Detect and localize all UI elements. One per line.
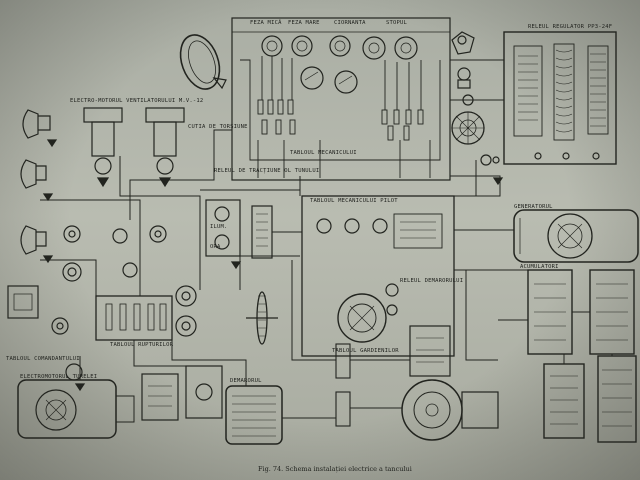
panel-fuse-block-left <box>257 99 296 135</box>
control-panel-center <box>301 195 455 357</box>
label-feza-mare: Feza mare <box>288 20 320 26</box>
dial-left-4 <box>149 225 167 243</box>
dial-left-1 <box>63 225 81 243</box>
left-lamp-1 <box>22 109 51 139</box>
battery-1 <box>527 269 573 355</box>
turret-motor <box>17 379 135 439</box>
label-feza-mica: Feza mică <box>250 20 282 26</box>
dial-left-6 <box>51 317 69 335</box>
ventilator-motor-2 <box>145 107 185 188</box>
panel-gauge-2 <box>291 35 313 57</box>
panel-meter-voltmeter <box>334 70 358 94</box>
figure-caption: Fig. 74. Schema instalației electrice a … <box>258 465 412 473</box>
ventilator-motor-1 <box>83 107 123 188</box>
left-switch-panel <box>7 285 39 319</box>
dial-left-5 <box>122 262 138 278</box>
label-acumulatori: Acumulatori <box>520 264 559 270</box>
panel-harness <box>240 56 441 178</box>
gear-wheel <box>246 291 278 345</box>
fuse-board-center <box>95 295 173 341</box>
switch-wheel <box>451 111 485 145</box>
panel-gauge-5 <box>394 36 418 60</box>
label-tabloul-comandantului: Tabloul comandantului <box>6 356 80 362</box>
label-cutia-de-torsiune: Cutia de torsiune <box>188 124 248 130</box>
panel-gauge-1 <box>261 35 283 57</box>
starter-motor <box>401 379 499 441</box>
left-lamp-2 <box>20 159 47 189</box>
starter-cylinder <box>225 385 283 445</box>
panel-gauge-3 <box>329 35 351 57</box>
dial-left-2 <box>62 262 82 282</box>
panel-fuse-block-right <box>381 109 424 141</box>
label-demarorul: Demarorul <box>230 378 262 384</box>
headlamp-top <box>179 34 227 90</box>
dial-board-right <box>175 285 197 337</box>
label-electromotor-ventilator: Electro-motorul ventilatorului M.V.-12 <box>70 98 204 104</box>
battery-2 <box>589 269 635 355</box>
label-tabloul-mecanicului: Tabloul mecanicului <box>290 150 357 156</box>
instrument-panel-frame <box>231 17 451 181</box>
label-releul-demarorului: Releul demarorului <box>400 278 464 284</box>
panel-gauge-4 <box>362 36 386 60</box>
label-stopul: Stopul <box>386 20 408 26</box>
lower-switchbox-2 <box>185 365 223 419</box>
ground-symbols <box>42 139 504 392</box>
lamp-right-2 <box>457 67 471 89</box>
label-releul-regulator: Releul regulator PP3-24F <box>528 24 613 30</box>
lower-switchbox-1 <box>141 373 179 421</box>
label-releul-de-tractiune: Releul de tracțiune ol tunului <box>214 168 320 174</box>
battery-3 <box>543 363 585 439</box>
label-ora: Ora <box>210 244 221 250</box>
label-tabloul-rupturilor: Tabloul rupturilor <box>110 342 174 348</box>
label-tabloul-mecanicului-pilot: Tabloul mecanicului pilot <box>310 198 398 204</box>
lamp-right-4 <box>480 154 500 166</box>
relay-regulator <box>503 31 617 165</box>
left-lamp-3 <box>20 225 47 255</box>
panel-meter-ammeter <box>300 66 324 90</box>
battery-4 <box>597 355 637 443</box>
lamp-right-1 <box>451 31 475 55</box>
label-tabloul-gardienilor: Tabloul gardienilor <box>332 348 399 354</box>
label-ciornanta: Ciornanta <box>334 20 366 26</box>
label-generatorul: Generatorul <box>514 204 553 210</box>
label-electromotorul-turelei: Electromotorul turelei <box>20 374 98 380</box>
generator <box>513 209 639 263</box>
dial-left-3 <box>112 228 128 244</box>
label-ilum: Ilum. <box>210 224 228 230</box>
starter-relay <box>335 325 451 427</box>
